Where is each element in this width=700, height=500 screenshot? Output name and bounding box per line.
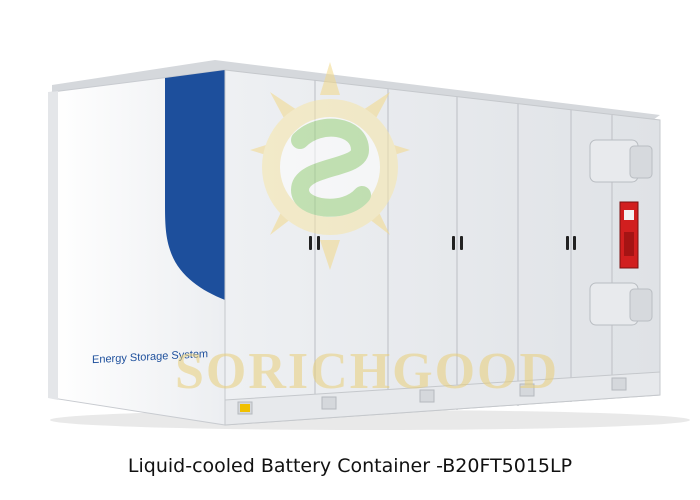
- watermark-text: SORICHGOOD: [175, 343, 559, 400]
- door-handles: [309, 236, 576, 250]
- corner-post-left: [48, 91, 58, 400]
- product-caption: Liquid-cooled Battery Container -B20FT50…: [127, 455, 573, 477]
- warning-panel: [619, 201, 639, 269]
- hazard-label: [240, 404, 250, 412]
- cooling-unit-bottom: [589, 282, 653, 326]
- watermark-s-mark: [290, 118, 371, 217]
- cooling-unit-top: [589, 139, 653, 183]
- bottom-rail: [224, 371, 661, 426]
- watermark-logo: SORICHGOOD: [175, 62, 559, 400]
- brand-blue-band: [165, 70, 225, 300]
